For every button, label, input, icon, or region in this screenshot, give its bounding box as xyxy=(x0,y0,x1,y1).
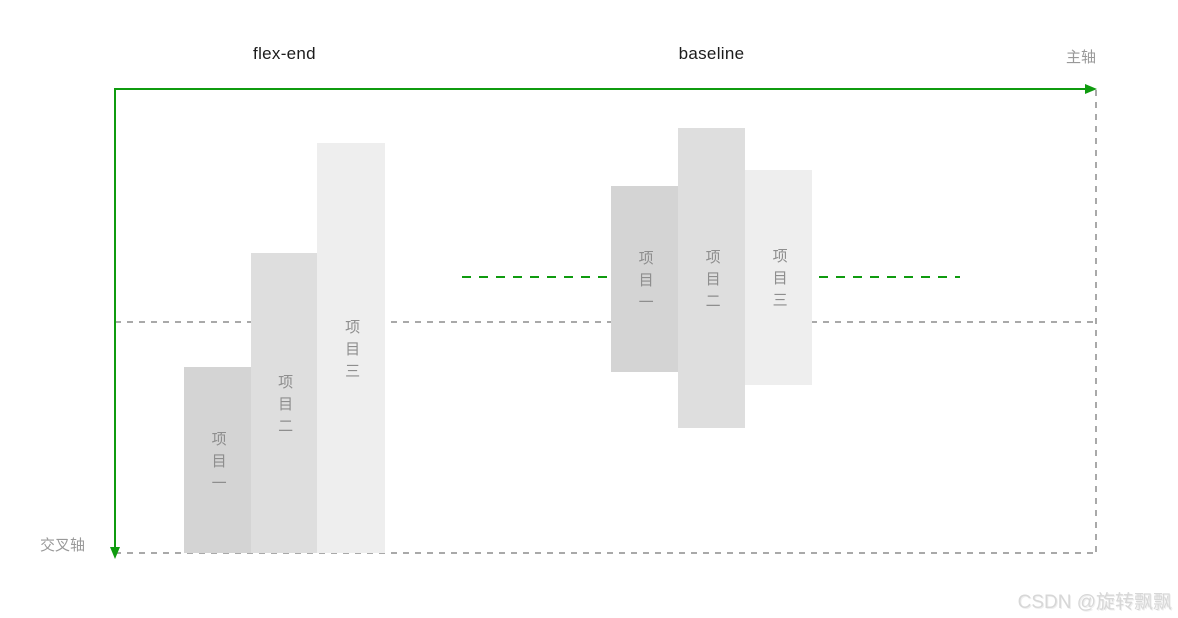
flexend-item-2-label: 项目二 xyxy=(276,373,294,440)
baseline-item-3: 项目三 xyxy=(745,170,812,385)
baseline-item-2-label: 项目二 xyxy=(703,248,721,315)
cross-axis-line xyxy=(114,88,116,548)
flexend-item-1-label: 项目一 xyxy=(209,430,227,497)
baseline-item-1: 项目一 xyxy=(611,186,678,372)
main-axis-label: 主轴 xyxy=(1065,49,1096,66)
flexend-item-1: 项目一 xyxy=(184,367,251,553)
flexend-group-label: flex-end xyxy=(253,44,316,63)
flexend-item-3: 项目三 xyxy=(317,143,385,553)
container-right-dashed-border xyxy=(1095,90,1097,553)
flexend-item-2: 项目二 xyxy=(251,253,317,553)
arrow-right-icon xyxy=(1085,84,1097,94)
baseline-item-3-label: 项目三 xyxy=(770,248,788,314)
baseline-item-1-label: 项目一 xyxy=(636,249,654,316)
cross-axis-midline xyxy=(115,321,1096,323)
container-bottom-dashed-border xyxy=(115,552,1096,554)
baseline-group-label: baseline xyxy=(678,44,745,63)
cross-axis-label: 交叉轴 xyxy=(40,537,86,554)
baseline-item-2: 项目二 xyxy=(678,128,745,428)
main-axis-line xyxy=(115,88,1087,90)
flexend-item-3-label: 项目三 xyxy=(343,318,361,385)
arrow-down-icon xyxy=(110,547,120,559)
watermark: CSDN @旋转飘飘 xyxy=(1017,592,1172,613)
